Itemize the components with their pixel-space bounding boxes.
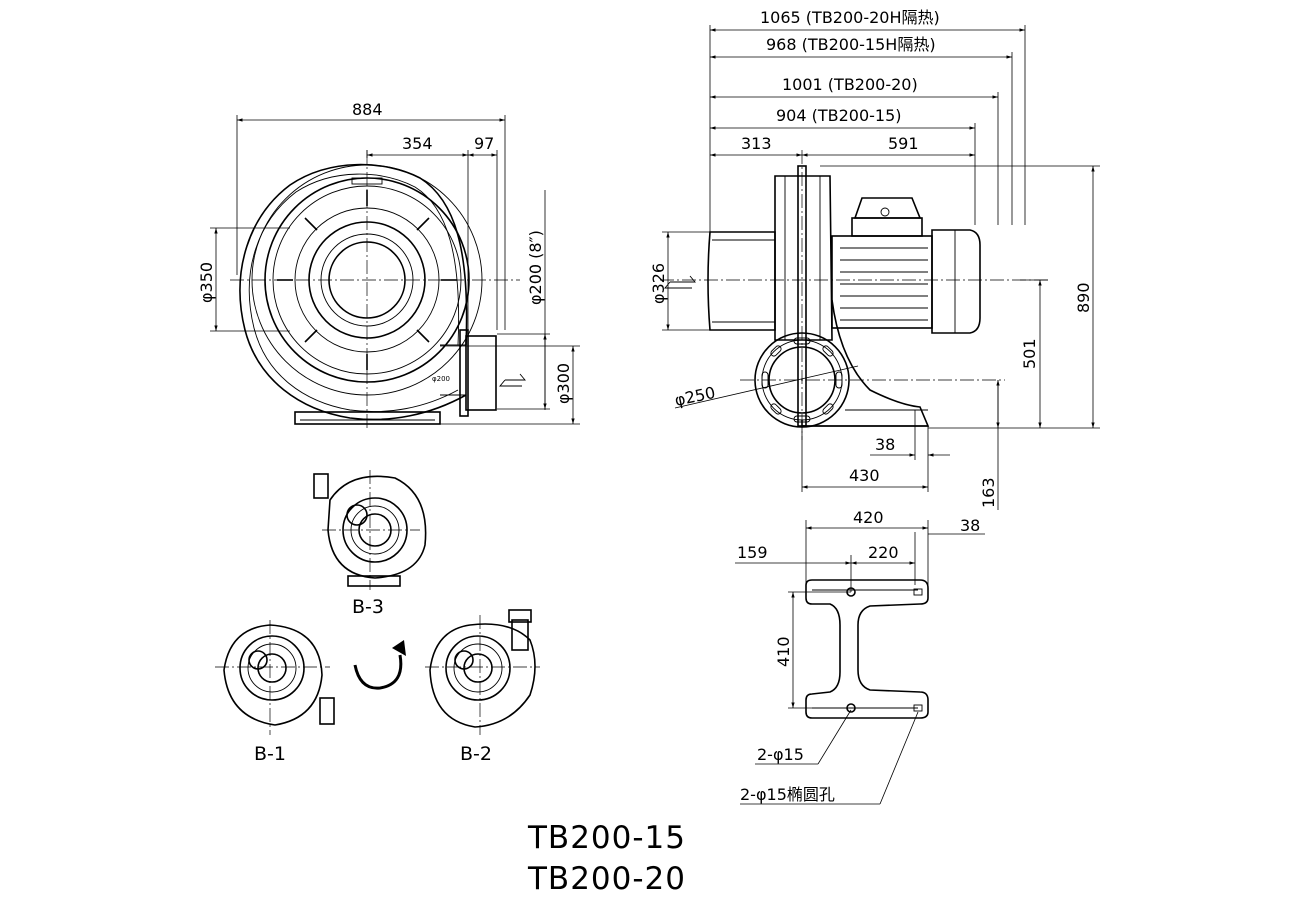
- dim-591: 591: [888, 134, 919, 153]
- dim-phi350: φ350: [197, 262, 216, 303]
- dim-313: 313: [741, 134, 772, 153]
- dim-38-side: 38: [875, 435, 895, 454]
- dim-38-base: 38: [960, 516, 980, 535]
- orientation-b2: B-2: [425, 609, 540, 765]
- dim-163: 163: [979, 477, 998, 508]
- dim-phi300: φ300: [554, 363, 573, 404]
- model-tb200-15: TB200-15: [527, 820, 686, 856]
- side-view: 1065 (TB200-20H隔热) 968 (TB200-15H隔热) 100…: [649, 8, 1100, 510]
- dim-159: 159: [737, 543, 768, 562]
- dim-890: 890: [1074, 282, 1093, 313]
- dim-501: 501: [1020, 338, 1039, 369]
- orientation-b3: B-3: [313, 470, 427, 618]
- label-b2: B-2: [460, 743, 492, 765]
- side-casing: [774, 175, 833, 341]
- dim-884: 884: [352, 100, 383, 119]
- dim-220: 220: [868, 543, 899, 562]
- dim-phi200: φ200 (8″): [526, 230, 545, 305]
- dim-slots: 2-φ15椭圆孔: [740, 785, 835, 804]
- inlet-cone: [707, 231, 776, 331]
- model-tb200-20: TB200-20: [527, 861, 686, 897]
- dim-97: 97: [474, 134, 494, 153]
- dim-phi250: φ250: [673, 383, 717, 410]
- base-view: 420 38 159 220 410 2-φ15 2-φ15椭圆孔: [735, 508, 985, 805]
- dim-354: 354: [402, 134, 433, 153]
- dim-holes: 2-φ15: [757, 745, 804, 764]
- dim-1065: 1065 (TB200-20H隔热): [760, 8, 940, 27]
- orientation-b1: B-1: [215, 620, 335, 765]
- base-plate: [805, 579, 929, 719]
- front-view: φ200 884 354 97 φ350 φ200 (8″) φ300: [197, 100, 580, 430]
- dim-904: 904 (TB200-15): [776, 106, 902, 125]
- dim-410: 410: [774, 636, 793, 667]
- side-stand: [801, 299, 930, 427]
- dim-420: 420: [853, 508, 884, 527]
- dim-phi326: φ326: [649, 263, 668, 304]
- motor: [831, 235, 933, 329]
- label-b3: B-3: [352, 596, 384, 618]
- dim-1001: 1001 (TB200-20): [782, 75, 918, 94]
- volute-casing: [239, 163, 468, 421]
- rotation-arrow: [353, 640, 406, 690]
- dim-430: 430: [849, 466, 880, 485]
- label-b1: B-1: [254, 743, 286, 765]
- inlet-tag: φ200: [432, 375, 450, 383]
- dim-968: 968 (TB200-15H隔热): [766, 35, 936, 54]
